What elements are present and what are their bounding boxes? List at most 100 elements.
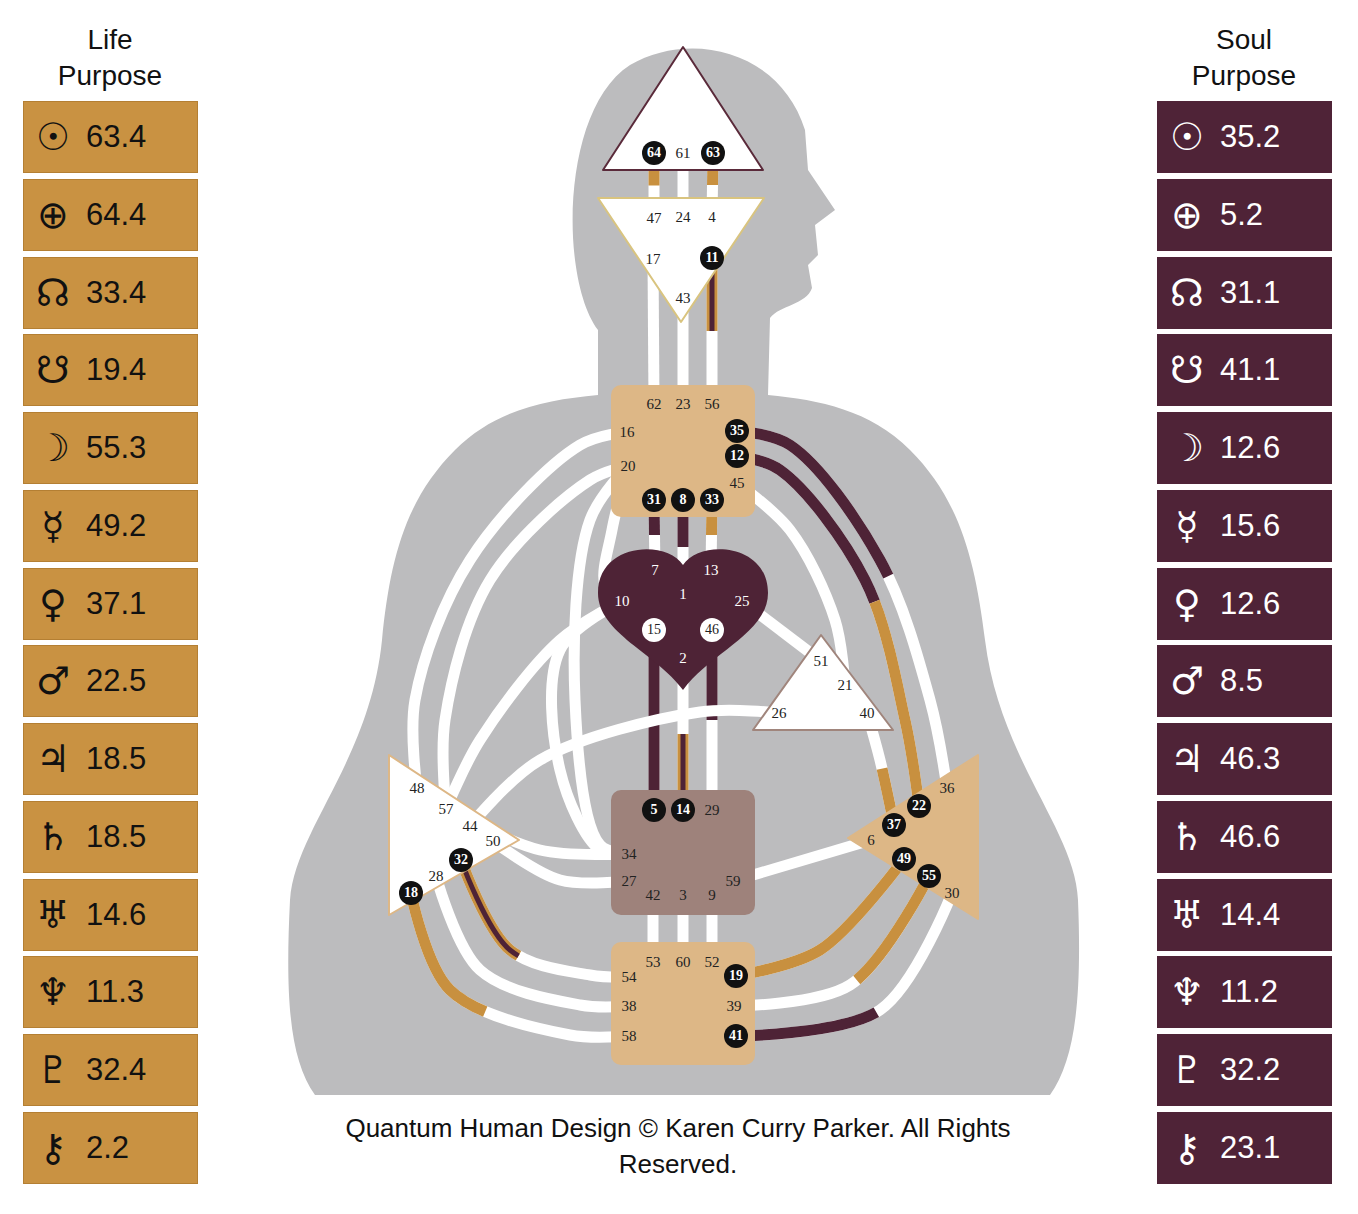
- planet-symbol: ♀: [1162, 582, 1212, 626]
- gate-number: 54: [617, 965, 641, 989]
- channel: [736, 893, 952, 1036]
- gate-number: 20: [616, 454, 640, 478]
- channel-path: [411, 893, 629, 1037]
- gate-number: 9: [700, 883, 724, 907]
- gate-number: 1: [671, 582, 695, 606]
- planet-symbol: ♇: [1162, 1048, 1212, 1092]
- planet-symbol: ☋: [1162, 348, 1212, 392]
- center-outline: [598, 198, 764, 322]
- energy-center: 646163: [600, 44, 766, 174]
- gate-number: 13: [699, 558, 723, 582]
- center-outline: [611, 942, 755, 1065]
- channel: [493, 841, 629, 883]
- gate-number: 43: [671, 286, 695, 310]
- energy-center: 47244171143: [596, 196, 766, 326]
- column-heading: Soul Purpose: [1174, 22, 1314, 94]
- center-outline: [611, 385, 755, 517]
- planet-row: ☊31.1: [1157, 257, 1332, 329]
- planet-row: ☽12.6: [1157, 412, 1332, 484]
- gate-number: 47: [642, 206, 666, 230]
- activation-value: 12.6: [1220, 430, 1280, 466]
- planet-row: ☉35.2: [1157, 101, 1332, 173]
- activation-value: 14.4: [1220, 897, 1280, 933]
- channel: [446, 601, 622, 809]
- planet-symbol: ♃: [28, 737, 78, 781]
- activation-value: 32.4: [86, 1052, 146, 1088]
- activation-value: 14.6: [86, 897, 146, 933]
- gate-number: 10: [610, 589, 634, 613]
- activation-value: 33.4: [86, 275, 146, 311]
- planet-symbol: ♄: [1162, 815, 1212, 859]
- gate-number: 35: [725, 419, 749, 443]
- gate-number: 63: [701, 141, 725, 165]
- gate-number: 41: [724, 1024, 748, 1048]
- planet-row: ♄18.5: [23, 801, 198, 873]
- activation-value: 32.2: [1220, 1052, 1280, 1088]
- gate-number: 19: [724, 964, 748, 988]
- planet-symbol: ♆: [28, 970, 78, 1014]
- gate-number: 64: [642, 141, 666, 165]
- energy-center: 622356163520124531833: [611, 385, 755, 517]
- planet-symbol: ☿: [28, 504, 78, 548]
- planet-symbol: ♂: [1162, 659, 1212, 703]
- gate-number: 38: [617, 994, 641, 1018]
- activation-value: 31.1: [1220, 275, 1280, 311]
- gate-number: 56: [700, 392, 724, 416]
- planet-symbol: ♄: [28, 815, 78, 859]
- planet-symbol: ♆: [1162, 970, 1212, 1014]
- activation-value: 46.6: [1220, 819, 1280, 855]
- planet-row: ♅14.6: [23, 879, 198, 951]
- planet-row: ♂22.5: [23, 645, 198, 717]
- energy-center: 7131102515462: [596, 543, 770, 693]
- channel-activation: [411, 893, 629, 1037]
- planet-symbol: ♃: [1162, 737, 1212, 781]
- gate-number: 28: [424, 864, 448, 888]
- center-outline: [848, 755, 978, 919]
- activation-value: 23.1: [1220, 1130, 1280, 1166]
- channel: [461, 860, 629, 977]
- activation-value: 18.5: [86, 819, 146, 855]
- gate-number: 37: [882, 813, 906, 837]
- planet-symbol: ⊕: [1162, 193, 1212, 237]
- gate-number: 52: [700, 950, 724, 974]
- activation-value: 37.1: [86, 586, 146, 622]
- gate-number: 45: [725, 471, 749, 495]
- gate-number: 4: [700, 205, 724, 229]
- gate-number: 27: [617, 869, 641, 893]
- activation-value: 35.2: [1220, 119, 1280, 155]
- gate-number: 12: [725, 444, 749, 468]
- caption: Quantum Human Design © Karen Curry Parke…: [283, 1110, 1073, 1182]
- channel: [737, 431, 947, 788]
- gate-number: 40: [855, 701, 879, 725]
- activation-value: 63.4: [86, 119, 146, 155]
- planet-symbol: ♂: [28, 659, 78, 703]
- channel-activation: [737, 431, 947, 788]
- planet-row: ♇32.2: [1157, 1034, 1332, 1106]
- channel-path: [737, 431, 947, 788]
- activation-value: 22.5: [86, 663, 146, 699]
- gate-number: 11: [700, 246, 724, 270]
- channel-activation: [461, 860, 629, 977]
- planet-row: ♂8.5: [1157, 645, 1332, 717]
- planet-symbol: ☿: [1162, 504, 1212, 548]
- activation-value: 8.5: [1220, 663, 1263, 699]
- gate-number: 55: [917, 864, 941, 888]
- center-shape: [596, 543, 770, 693]
- activation-value: 64.4: [86, 197, 146, 233]
- gate-number: 36: [935, 776, 959, 800]
- purpose-column: Life Purpose☉63.4⊕64.4☊33.4☋19.4☽55.3☿49…: [23, 22, 198, 1186]
- planet-row: ⊕5.2: [1157, 179, 1332, 251]
- planet-row: ☉63.4: [23, 101, 198, 173]
- planet-symbol: ☉: [28, 115, 78, 159]
- channel-activation: [737, 456, 919, 806]
- gate-number: 24: [671, 205, 695, 229]
- channel: [712, 258, 713, 404]
- gate-number: 32: [449, 848, 473, 872]
- planet-row: ♅14.4: [1157, 879, 1332, 951]
- gate-number: 39: [722, 994, 746, 1018]
- gate-number: 31: [642, 488, 666, 512]
- planet-symbol: ♀: [28, 582, 78, 626]
- planet-row: ☽55.3: [23, 412, 198, 484]
- planet-row: ♇32.4: [23, 1034, 198, 1106]
